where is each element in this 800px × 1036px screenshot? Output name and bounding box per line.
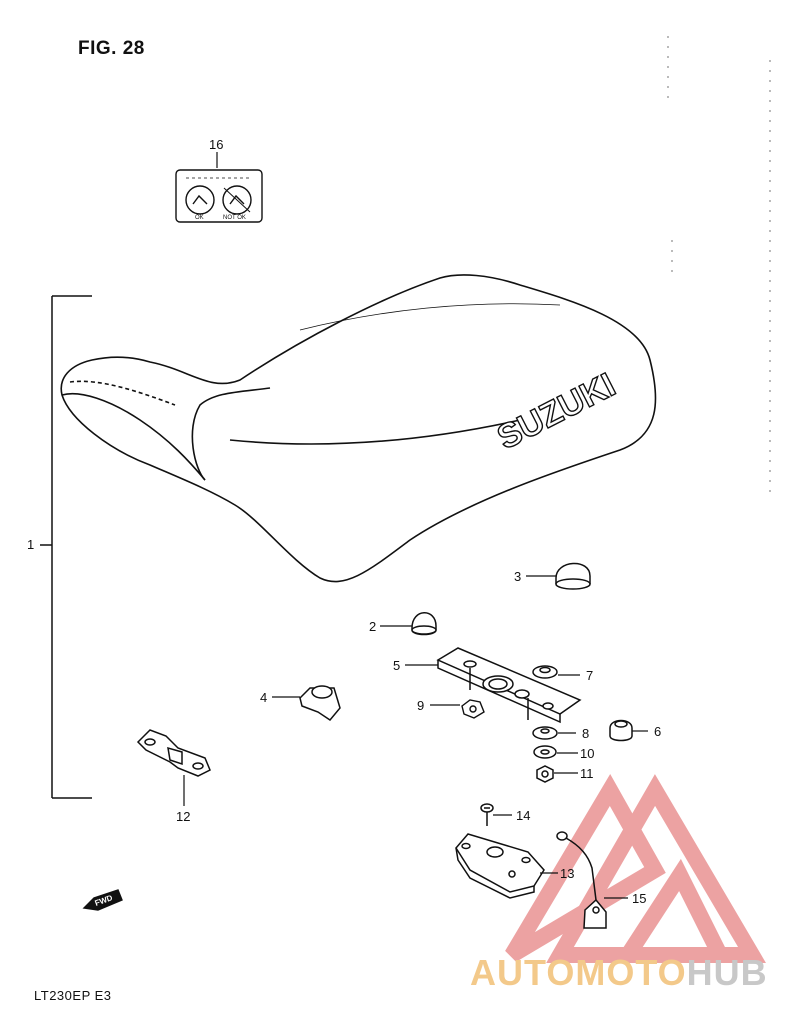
cushion-2	[411, 612, 437, 636]
seat-lock-13	[455, 833, 545, 899]
label-12: 12	[176, 809, 191, 824]
label-14: 14	[516, 808, 531, 823]
figure-title: FIG. 28	[78, 38, 145, 59]
label-10: 10	[580, 746, 595, 761]
decal-16	[175, 169, 263, 223]
bracket-plate-5	[436, 647, 582, 724]
cushion-3	[555, 562, 591, 590]
screw-14	[480, 803, 494, 826]
label-13: 13	[560, 866, 575, 881]
grommet-6	[609, 719, 633, 742]
model-code: LT230EP E3	[34, 988, 112, 1003]
label-3: 3	[514, 569, 522, 584]
nut-11	[536, 765, 554, 783]
watermark-text: AUTOMOTOHUB	[470, 952, 768, 994]
watermark-logo	[505, 774, 766, 963]
washer-10	[533, 745, 557, 759]
decal-not-ok-text: NOT OK	[223, 215, 246, 221]
spacer-8	[532, 726, 558, 740]
bracket-12	[136, 729, 211, 777]
label-1: 1	[27, 537, 35, 552]
seat	[60, 274, 657, 583]
clip-4	[299, 685, 341, 721]
label-11: 11	[580, 766, 594, 781]
cable-15	[556, 831, 607, 929]
label-5: 5	[393, 658, 401, 673]
decal-ok-text: OK	[195, 215, 204, 221]
scan-artifacts	[667, 36, 771, 500]
label-15: 15	[632, 891, 647, 906]
label-4: 4	[260, 690, 268, 705]
fwd-arrow	[82, 889, 123, 911]
label-8: 8	[582, 726, 590, 741]
label-2: 2	[369, 619, 377, 634]
label-6: 6	[654, 724, 662, 739]
washer-7	[532, 665, 558, 679]
seat-assembly-bracket	[40, 295, 92, 799]
watermark-text-part2: HUB	[686, 952, 768, 993]
watermark-text-part1: AUTOMOTO	[470, 952, 687, 993]
label-9: 9	[417, 698, 425, 713]
label-16: 16	[209, 137, 224, 152]
label-7: 7	[586, 668, 594, 683]
nut-9	[461, 699, 485, 719]
